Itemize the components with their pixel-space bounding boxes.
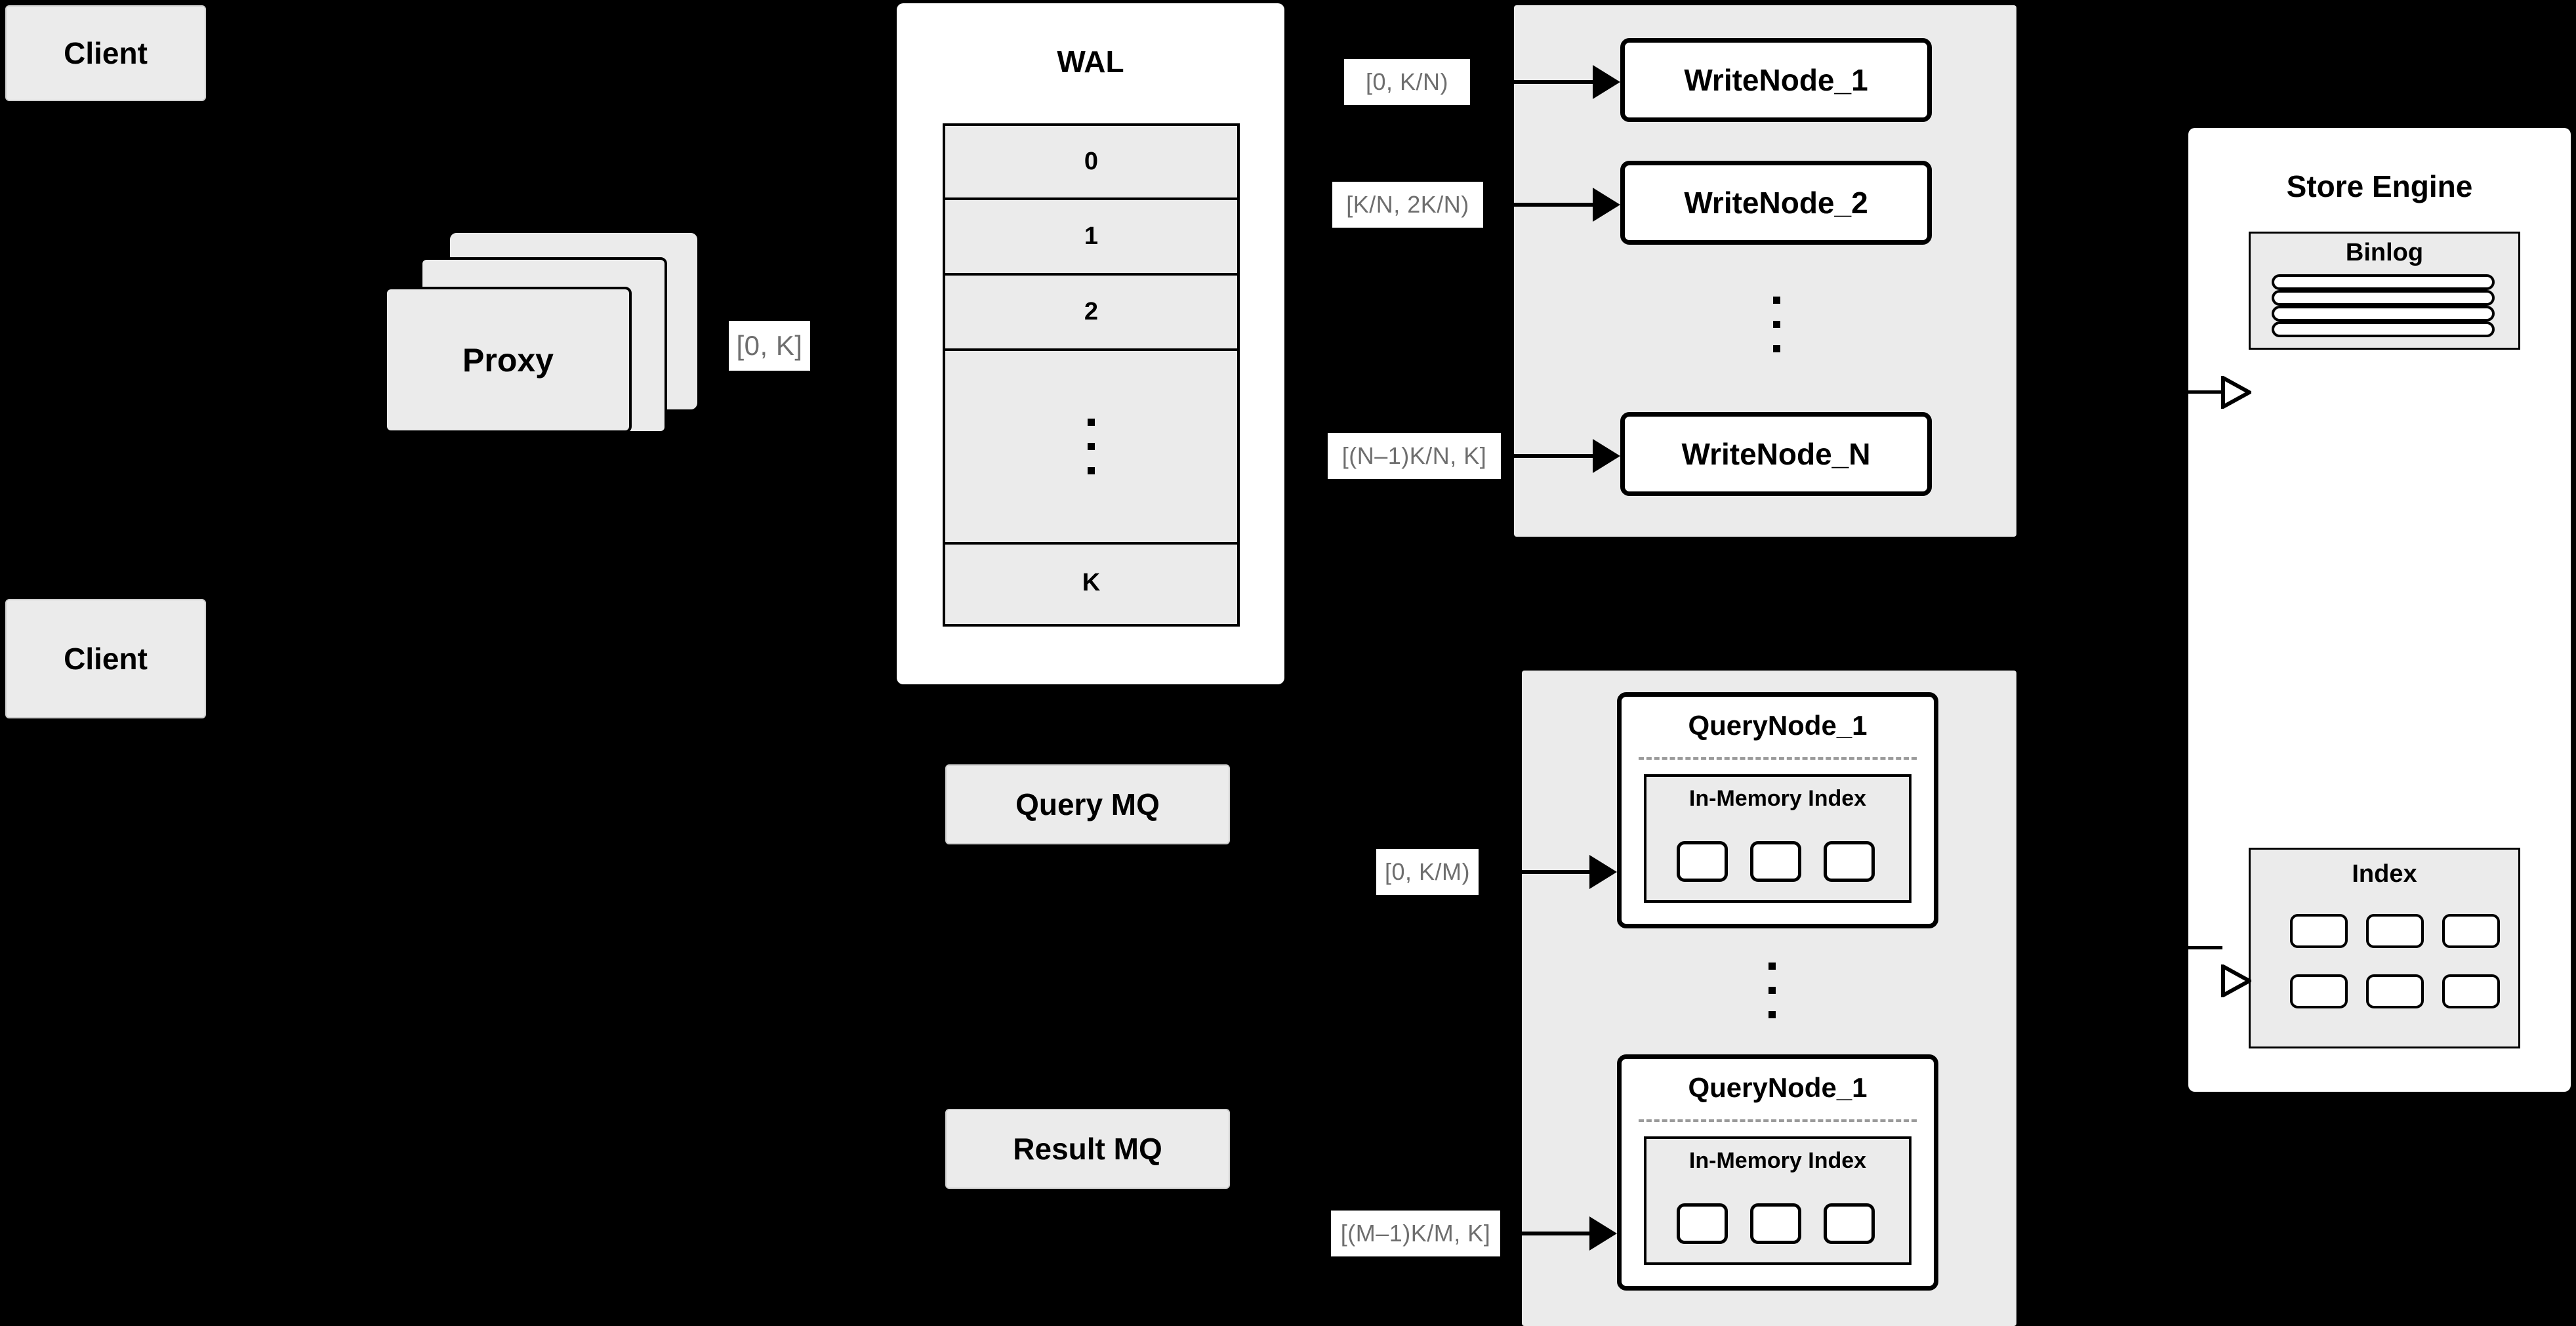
edge-arrow-writenode-2-head [1593,188,1620,222]
write-cluster-ellipsis [1772,279,1781,369]
edge-arrow-to-index-head [2221,964,2251,997]
index-cell [2442,974,2500,1008]
query-node-1-inmemory-index: In-Memory Index [1644,774,1912,903]
wal-entry-1: 1 [945,200,1237,276]
edge-arrow-writenode-1-line [1514,80,1594,84]
edge-arrow-writenode-2-line [1514,203,1594,207]
index-cell [2290,974,2348,1008]
client-node-2[interactable]: Client [5,599,206,718]
edge-label-mq-to-querynode-m: [(M–1)K/M, K] [1331,1211,1500,1256]
edge-arrow-querynode-m-line [1522,1232,1591,1235]
wal-title: WAL [1057,45,1124,79]
query-node-m-label: QueryNode_1 [1688,1072,1868,1103]
wal-ellipsis-dots [1088,419,1095,474]
binlog-row [2272,274,2495,290]
index-segment [1750,841,1801,882]
edge-label-wal-to-writenode-2: [K/N, 2K/N) [1332,182,1483,228]
index-segment [1677,1203,1728,1244]
query-cluster-ellipsis [1767,945,1776,1035]
edge-arrow-writenode-n-line [1514,454,1594,458]
edge-arrow-writenode-n-head [1593,439,1620,473]
wal-entry-2: 2 [945,276,1237,351]
query-node-m-index-title: In-Memory Index [1688,1148,1867,1173]
wal-entry-0: 0 [945,126,1237,200]
edge-arrow-to-binlog-head [2221,376,2251,409]
index-segment [1824,841,1875,882]
wal-entry-ellipsis [945,351,1237,545]
query-node-1-index-title: In-Memory Index [1688,786,1867,811]
write-node-1[interactable]: WriteNode_1 [1620,38,1932,122]
write-node-2[interactable]: WriteNode_2 [1620,161,1932,245]
query-node-1[interactable]: QueryNode_1 In-Memory Index [1617,692,1938,928]
write-node-n[interactable]: WriteNode_N [1620,412,1932,496]
write-node-2-label: WriteNode_2 [1684,186,1868,220]
index-segment [1677,841,1728,882]
client-node-1[interactable]: Client [5,5,206,101]
edge-arrow-querynode-1-head [1589,855,1617,889]
index-cell [2366,914,2424,948]
edge-arrow-querynode-1-line [1522,870,1591,874]
result-mq-label: Result MQ [1013,1132,1162,1166]
edge-label-wal-to-writenode-1: [0, K/N) [1344,59,1470,105]
binlog-section: Binlog [2249,232,2520,350]
proxy-label: Proxy [462,341,554,379]
binlog-row [2272,321,2495,337]
client-node-2-label: Client [64,642,148,676]
index-segment [1750,1203,1801,1244]
index-section: Index [2249,848,2520,1048]
query-node-m-inmemory-index: In-Memory Index [1644,1136,1912,1265]
binlog-row [2272,306,2495,321]
edge-label-wal-to-writenode-n: [(N–1)K/N, K] [1328,433,1501,479]
store-engine-title: Store Engine [2286,169,2473,203]
index-title: Index [2352,860,2417,888]
query-node-m[interactable]: QueryNode_1 In-Memory Index [1617,1054,1938,1291]
edge-arrow-writenode-1-head [1593,65,1620,99]
query-node-1-separator [1639,757,1917,760]
binlog-title: Binlog [2345,239,2424,266]
query-node-m-separator [1639,1119,1917,1122]
query-mq-node[interactable]: Query MQ [945,764,1230,844]
query-mq-label: Query MQ [1015,787,1160,821]
index-segment [1824,1203,1875,1244]
edge-arrow-to-index-line [2188,946,2222,949]
write-node-1-label: WriteNode_1 [1684,63,1868,97]
index-cell [2290,914,2348,948]
edge-arrow-querynode-m-head [1589,1216,1617,1251]
result-mq-node[interactable]: Result MQ [945,1109,1230,1189]
edge-label-proxy-to-wal: [0, K] [729,321,810,371]
index-cell [2442,914,2500,948]
edge-arrow-to-binlog-line [2188,390,2222,394]
binlog-row [2272,290,2495,306]
store-engine-panel: Store Engine Binlog Index [2188,128,2571,1092]
query-node-1-label: QueryNode_1 [1688,710,1868,741]
wal-panel: WAL 0 1 2 K [897,3,1284,684]
wal-entry-k: K [945,545,1237,621]
client-node-1-label: Client [64,36,148,70]
edge-label-mq-to-querynode-1: [0, K/M) [1376,849,1479,895]
write-node-n-label: WriteNode_N [1681,437,1871,471]
index-cell [2366,974,2424,1008]
proxy-node[interactable]: Proxy [384,287,632,433]
wal-entry-list: 0 1 2 K [943,123,1240,627]
